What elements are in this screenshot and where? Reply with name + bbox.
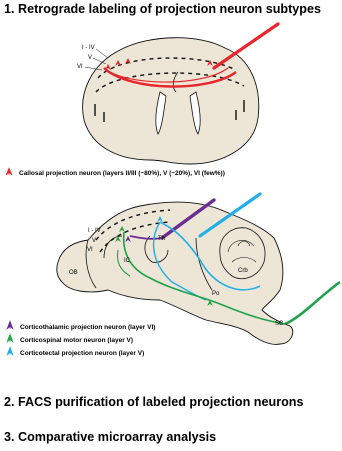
region-label-po: Po (212, 291, 220, 297)
sagittal-layer-label-2: V (92, 238, 96, 244)
coronal-layer-label-1: I - IV (82, 45, 95, 51)
coronal-layer-label-3: VI (77, 64, 83, 70)
legend-label-corticospinal: Corticospinal motor neuron (layer V) (20, 337, 133, 344)
legend-item-corticospinal: Corticospinal motor neuron (layer V) (7, 334, 133, 344)
region-label-ic: IC (124, 258, 131, 264)
legend-item-corticotectal: Corticotectal projection neuron (layer V… (7, 347, 144, 357)
callosal-legend-label: Callosal projection neuron (layers II/II… (19, 170, 225, 177)
region-label-sc: SC (275, 321, 284, 327)
spinal-projection-line (285, 282, 340, 324)
corticospinal-neuron-icon (7, 334, 13, 342)
callosal-injection-needle (214, 24, 278, 68)
region-label-crb: Crb (238, 268, 248, 274)
sagittal-legend: Corticothalamic projection neuron (layer… (7, 321, 155, 357)
callosal-legend: Callosal projection neuron (layers II/II… (6, 168, 225, 177)
sagittal-layer-label-1: I - IV (88, 228, 101, 234)
corticothalamic-neuron-icon (7, 321, 13, 329)
coronal-section: I - IV V VI (77, 24, 278, 164)
sagittal-layer-label-3: VI (87, 247, 93, 253)
callosal-neuron-icon (6, 168, 12, 175)
coronal-layer-label-2: V (88, 55, 92, 61)
region-label-th: Th (158, 236, 165, 242)
legend-label-corticothalamic: Corticothalamic projection neuron (layer… (20, 324, 155, 331)
sagittal-section: I - IV V VI OB IC Th Crb Po SC (57, 194, 340, 344)
region-label-ob: OB (69, 270, 78, 276)
legend-item-corticothalamic: Corticothalamic projection neuron (layer… (7, 321, 155, 331)
corticotectal-neuron-icon (7, 347, 13, 355)
legend-label-corticotectal: Corticotectal projection neuron (layer V… (20, 350, 144, 357)
